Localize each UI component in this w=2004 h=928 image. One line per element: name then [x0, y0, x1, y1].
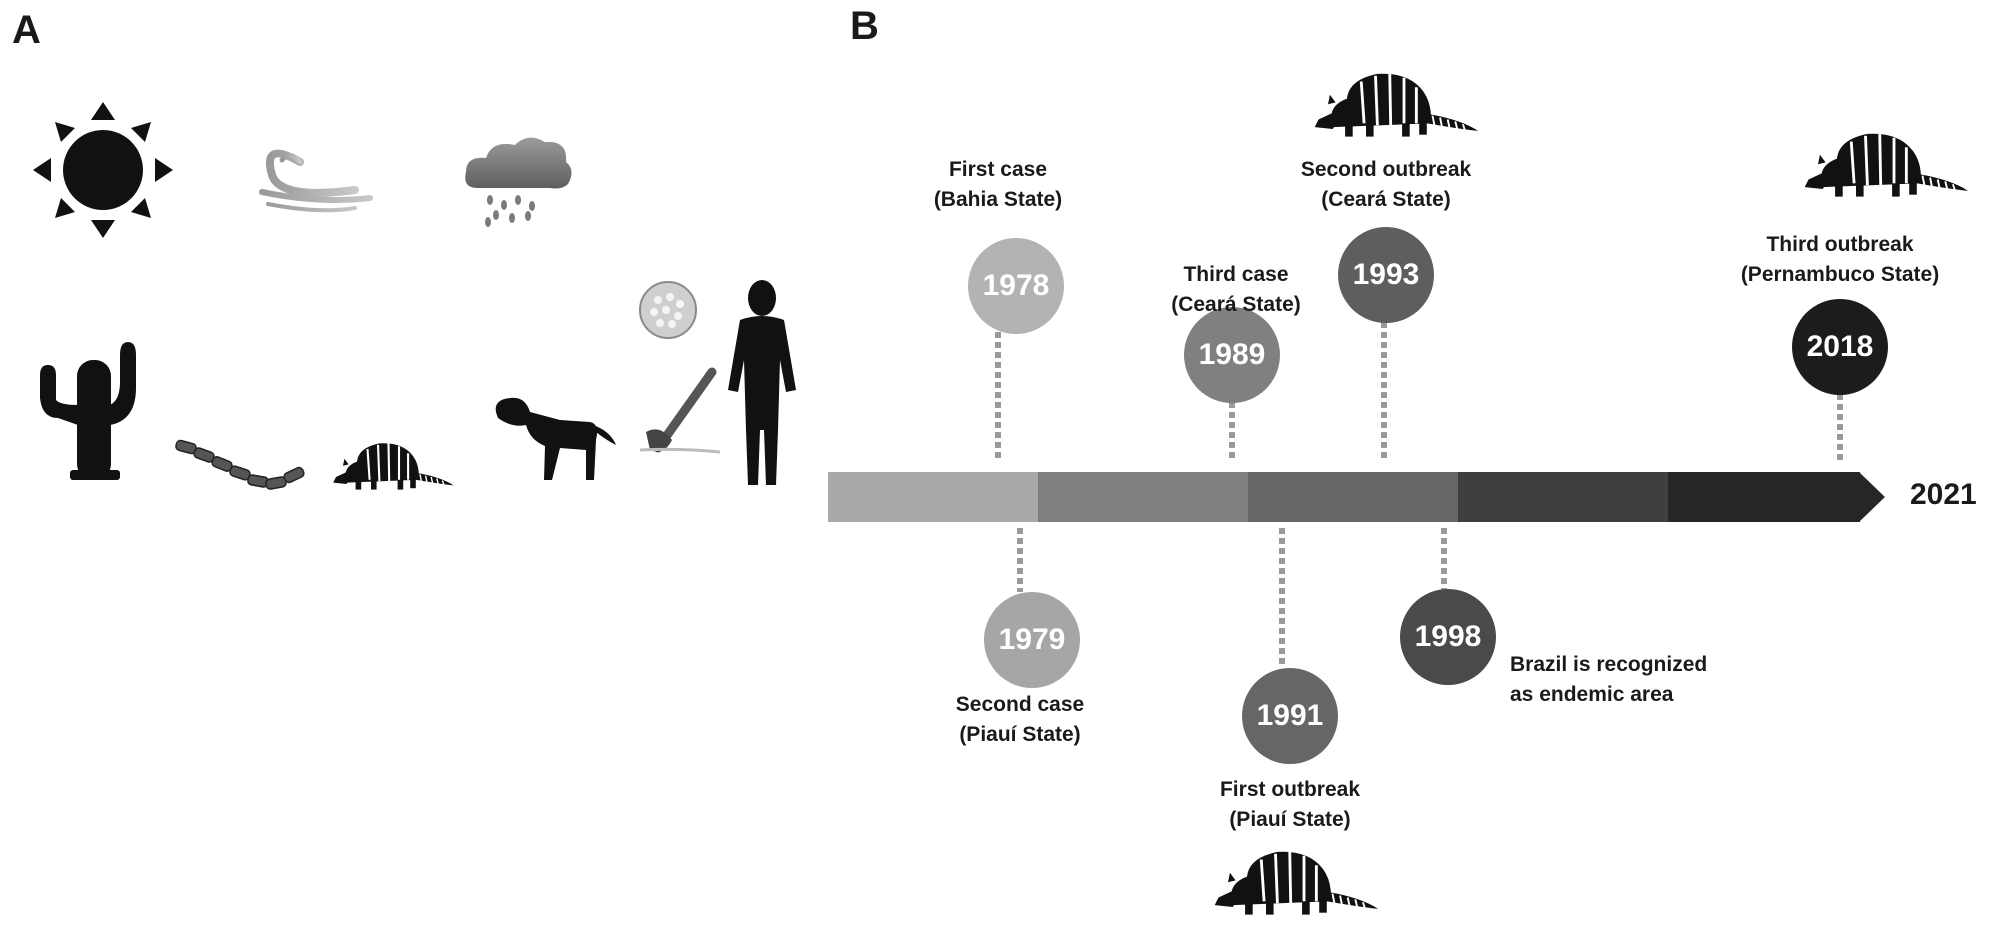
mosquito-egg-icon: [639, 281, 697, 339]
year-node-1993: 1993: [1338, 227, 1434, 323]
timeline-segment: [828, 472, 1038, 522]
event-label-line: (Bahia State): [933, 188, 1063, 211]
event-label-line: First case: [948, 158, 1048, 181]
timeline-segment: [1038, 472, 1248, 522]
panel-a-label: A: [12, 8, 41, 52]
event-label-line: (Ceará State): [1171, 293, 1301, 316]
hoe-icon: [639, 367, 721, 454]
dog-icon: [495, 397, 616, 480]
event-label-line: Second case: [955, 693, 1085, 716]
connector-lines: [995, 322, 1843, 668]
year-node-1991: 1991: [1242, 668, 1338, 764]
year-node-1989: 1989: [1184, 307, 1280, 403]
event-label-1993: Second outbreak (Ceará State): [1256, 155, 1516, 215]
event-label-line: Third outbreak: [1766, 233, 1914, 256]
year-node-1978: 1978: [968, 238, 1064, 334]
event-label-1991: First outbreak (Piauí State): [1160, 775, 1420, 835]
event-label-1989: Third case (Ceará State): [1106, 260, 1366, 320]
event-label-line: Second outbreak: [1300, 158, 1472, 181]
year-node-2018: 2018: [1792, 299, 1888, 395]
event-label-line: (Piauí State): [1229, 808, 1351, 831]
event-label-1979: Second case (Piauí State): [890, 690, 1150, 750]
event-label-line: (Ceará State): [1321, 188, 1451, 211]
event-label-2018: Third outbreak (Pernambuco State): [1710, 230, 1970, 290]
rain-cloud-icon: [465, 137, 572, 227]
event-label-line: Brazil is recognized: [1510, 653, 1708, 676]
event-label-line: as endemic area: [1510, 683, 1674, 706]
event-label-line: First outbreak: [1219, 778, 1361, 801]
year-node-1998: 1998: [1400, 589, 1496, 685]
timeline-segment: [1248, 472, 1458, 522]
armadillo-icon: [1803, 132, 1970, 199]
end-year-label: 2021: [1910, 478, 1977, 511]
insect-larvae-icon: [175, 439, 305, 490]
panel-b-label: B: [850, 4, 879, 48]
event-label-line: (Piauí State): [959, 723, 1081, 746]
human-silhouette-icon: [728, 280, 796, 485]
sun-icon: [33, 102, 173, 238]
timeline-arrowhead: [1859, 472, 1885, 522]
wind-icon: [259, 149, 373, 213]
cactus-icon: [40, 342, 136, 480]
event-label-1978: First case (Bahia State): [868, 155, 1128, 215]
armadillo-icon: [1213, 850, 1380, 917]
armadillo-icon: [332, 442, 455, 491]
timeline-segment: [1668, 472, 1860, 522]
timeline-segment: [1458, 472, 1668, 522]
event-label-1998: Brazil is recognized as endemic area: [1510, 650, 1770, 710]
event-label-line: (Pernambuco State): [1740, 263, 1940, 286]
armadillo-icon: [1313, 72, 1480, 139]
timeline-bar: [828, 472, 1885, 522]
event-label-line: Third case: [1183, 263, 1289, 286]
year-node-1979: 1979: [984, 592, 1080, 688]
